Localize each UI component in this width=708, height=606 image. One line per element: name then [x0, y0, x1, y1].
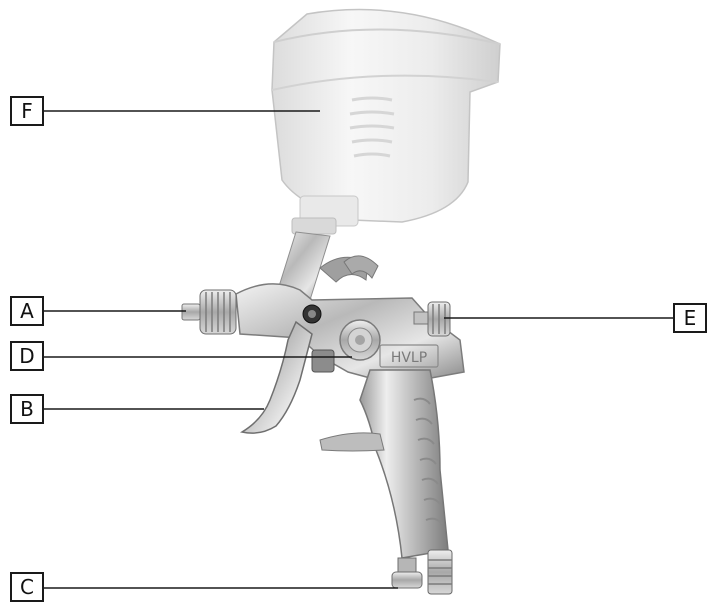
air-regulator-knob	[391, 557, 423, 589]
trigger	[240, 255, 379, 434]
gun-body	[235, 283, 465, 559]
hvlp-marking-frame	[379, 344, 439, 368]
label-B: B	[10, 394, 44, 424]
label-D: D	[10, 341, 44, 371]
pattern-adjust-knob	[413, 301, 451, 337]
fluid-adjust-knob	[339, 319, 381, 361]
label-F: F	[10, 96, 44, 126]
air-cap	[181, 289, 237, 335]
label-A: A	[10, 296, 44, 326]
leader-lines	[44, 110, 673, 589]
paint-cup	[271, 8, 501, 235]
label-E: E	[673, 303, 707, 333]
air-inlet-fitting	[427, 549, 453, 595]
hvlp-marking: HVLP	[391, 350, 427, 366]
label-C: C	[10, 572, 44, 602]
side-fitting	[311, 349, 335, 373]
pivot-screw-center-icon	[308, 310, 316, 318]
